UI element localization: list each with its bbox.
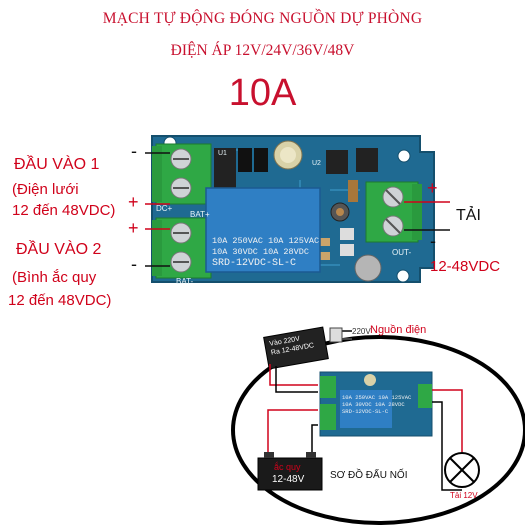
title-current: 10A (228, 72, 297, 114)
relay-line-3: SRD-12VDC-SL-C (212, 258, 297, 269)
out-silk: OUT- (392, 248, 412, 257)
wiring-diagram (231, 326, 525, 525)
input-2-title: ĐẦU VÀO 2 (16, 241, 102, 258)
bat-minus-silk: BAT- (176, 277, 194, 286)
input-2-sub-2: 12 đến 48VDC) (8, 292, 112, 309)
mains-voltage: 220V (352, 327, 371, 336)
relay-line-1: 10A 250VAC 10A 125VAC (212, 236, 320, 246)
diagram-caption: SƠ ĐỒ ĐẤU NỐI (330, 470, 408, 481)
load-lamp-label: Tải 12V (450, 491, 478, 500)
plus-output: + (427, 178, 438, 198)
mini-relay-line-1: 10A 250VAC 10A 125VAC (342, 394, 412, 401)
terminal-input-2 (152, 217, 212, 279)
plus-input-2: + (128, 218, 139, 238)
relay-line-2: 10A 30VDC 10A 28VDC (212, 247, 309, 257)
battery-voltage: 12-48V (272, 474, 305, 485)
relay-text: 10A 250VAC 10A 125VAC 10A 30VDC 10A 28VD… (212, 236, 319, 269)
input-1-sub-2: 12 đến 48VDC) (12, 202, 116, 219)
plus-input-1: + (128, 192, 139, 212)
input-2-sub-1: (Bình ắc quy (12, 269, 97, 286)
bat-plus-silk: BAT+ (190, 210, 210, 219)
title-line-2: ĐIỆN ÁP 12V/24V/36V/48V (170, 42, 355, 59)
dc-silk: DC+ (156, 204, 173, 213)
relay (205, 187, 321, 273)
load-range: 12-48VDC (430, 258, 501, 275)
mini-relay-line-3: SRD-12VDC-SL-C (342, 408, 389, 415)
load-title: TẢI (456, 207, 481, 224)
battery-label: ắc quy (274, 462, 301, 472)
title-line-1: MẠCH TỰ ĐỘNG ĐÓNG NGUỒN DỰ PHÒNG (102, 10, 423, 27)
components (214, 140, 382, 282)
minus-output: - (430, 231, 436, 251)
mini-relay-text: 10A 250VAC 10A 125VAC 10A 30VDC 10A 28VD… (342, 394, 411, 415)
terminal-output (365, 181, 422, 243)
terminal-input-1 (152, 143, 212, 205)
mains-label: Nguồn điện (370, 324, 427, 336)
chip-u2: U2 (312, 160, 321, 167)
input-1-sub-1: (Điện lưới (12, 181, 79, 198)
mini-relay-line-2: 10A 30VDC 10A 28VDC (342, 401, 405, 408)
minus-input-1: - (131, 141, 137, 161)
chip-u1: U1 (218, 150, 227, 157)
minus-input-2: - (131, 254, 137, 274)
input-1-title: ĐẦU VÀO 1 (14, 156, 100, 173)
